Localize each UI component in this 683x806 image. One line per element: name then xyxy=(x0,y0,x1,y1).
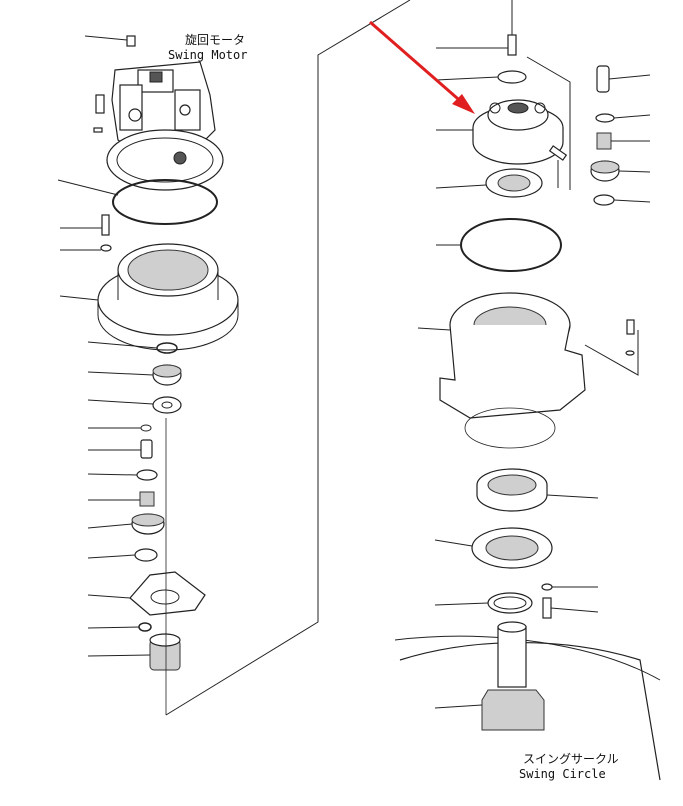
swing-circle-label-en: Swing Circle xyxy=(519,767,606,781)
carrier-plate xyxy=(129,571,206,616)
thrust-washer xyxy=(152,396,182,414)
output-shaft xyxy=(497,626,527,688)
connector-lines xyxy=(165,0,411,716)
washer-2 xyxy=(136,469,158,481)
needle-bearing-right xyxy=(596,132,612,150)
motor-flange xyxy=(106,129,224,191)
top-bolt xyxy=(507,34,517,56)
spacer-pin xyxy=(596,65,610,93)
pinion-gear xyxy=(481,689,545,731)
swing-circle-label-jp: スイングサークル xyxy=(523,752,619,766)
pin xyxy=(140,439,153,459)
washer xyxy=(100,244,112,252)
washer-right-2 xyxy=(593,194,615,206)
cover-plate xyxy=(497,70,527,84)
highlight-arrow xyxy=(369,20,475,114)
washer-lower xyxy=(541,583,553,591)
needle-bearing xyxy=(139,491,155,507)
o-ring-large xyxy=(112,179,218,225)
small-ring xyxy=(140,424,152,432)
carrier-pin xyxy=(548,145,568,161)
washer-3 xyxy=(134,548,158,562)
seal-ring xyxy=(487,592,533,614)
washer-right xyxy=(595,113,615,123)
housing-bolt xyxy=(626,319,635,335)
snap-ring xyxy=(156,342,178,354)
swing-motor-label-en: Swing Motor xyxy=(168,48,248,62)
snap-ring-2 xyxy=(138,622,152,632)
motor-top-bolt xyxy=(126,35,136,47)
reduction-gear-assembly xyxy=(394,0,661,781)
bolt xyxy=(101,214,110,236)
swing-motor-label-jp: 旋回モータ xyxy=(185,33,246,47)
motor-side-bolt xyxy=(95,94,105,114)
swing-motor-assembly xyxy=(57,35,239,715)
o-ring-right xyxy=(460,218,562,272)
bolt-lower xyxy=(542,597,552,619)
